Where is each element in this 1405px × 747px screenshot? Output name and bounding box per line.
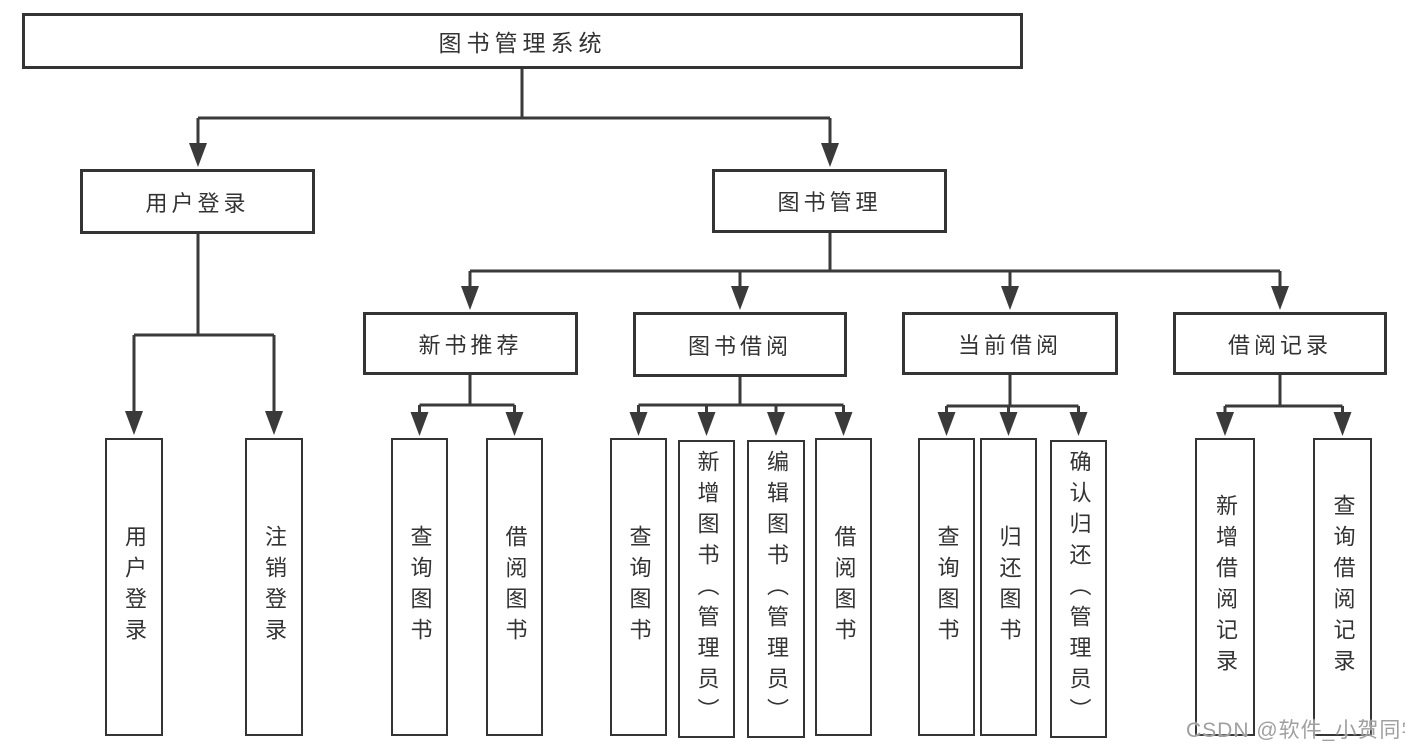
arrowhead [834,412,853,436]
node-current-borrow: 当前借阅 [902,312,1118,375]
arrowhead [731,286,749,310]
leaf-query-book-current: 查询图书 [918,438,975,736]
node-label: 图书管理系统 [438,30,607,56]
arrowhead [265,411,283,435]
node-library-management-system: 图书管理系统 [22,13,1023,69]
arrowhead [189,143,207,167]
arrowhead [125,411,143,435]
leaf-label: 查询图书 [934,525,960,649]
leaf-confirm-return-admin: 确认归还（管理员） [1050,440,1107,738]
leaf-edit-book-admin: 编辑图书（管理员） [747,440,805,738]
node-user-login: 用户登录 [80,169,315,234]
arrowhead [1216,412,1234,436]
node-label: 当前借阅 [957,332,1062,358]
arrowhead [410,412,429,436]
leaf-add-borrow-record: 新增借阅记录 [1195,438,1255,736]
leaf-query-book-recommend: 查询图书 [391,438,448,736]
node-borrow-records: 借阅记录 [1173,312,1387,375]
leaf-query-book-borrow: 查询图书 [610,438,667,736]
node-book-borrow: 图书借阅 [633,312,847,377]
arrowhead [1271,286,1289,310]
leaf-label: 借阅图书 [502,525,528,649]
connector-book-management-level3 [468,233,1282,290]
node-label: 借阅记录 [1227,332,1332,358]
connector-new-books-leaves [418,375,516,414]
arrowhead [697,412,716,436]
node-label: 图书管理 [777,190,882,215]
node-label: 图书借阅 [687,333,792,359]
watermark: CSDN @软件_小贺同学 [1186,719,1405,742]
leaf-logout: 注销登录 [245,438,303,736]
node-new-book-recommend: 新书推荐 [363,312,578,375]
node-label: 新书推荐 [418,332,523,358]
leaf-query-borrow-record: 查询借阅记录 [1313,438,1372,736]
arrowhead [937,412,956,436]
leaf-label: 查询图书 [407,525,433,649]
leaf-label: 注销登录 [262,525,287,649]
arrowhead [999,412,1018,436]
leaf-label: 用户登录 [122,525,147,649]
leaf-label: 查询借阅记录 [1330,494,1356,680]
leaf-label: 确认归还（管理员） [1066,449,1092,729]
arrowhead [1333,412,1352,436]
leaf-label: 借阅图书 [831,525,857,649]
connector-user-login-leaves [132,234,276,414]
leaf-label: 归还图书 [996,525,1022,649]
leaf-add-book-admin: 新增图书（管理员） [678,440,735,738]
leaf-return-book: 归还图书 [980,438,1037,736]
arrowhead [505,412,524,436]
connector-root-level2 [196,69,832,146]
node-book-management: 图书管理 [712,169,947,233]
leaf-label: 编辑图书（管理员） [764,449,789,729]
node-label: 用户登录 [145,190,250,216]
connector-current-leaves [945,375,1080,414]
leaf-borrow-book: 借阅图书 [815,438,872,736]
connector-borrow-leaves [637,377,845,414]
connector-records-leaves [1223,375,1344,414]
arrowhead [1001,286,1019,310]
arrowhead [461,286,479,310]
leaf-label: 新增借阅记录 [1213,494,1238,680]
leaf-label: 查询图书 [626,525,652,649]
leaf-borrow-book-recommend: 借阅图书 [486,438,543,736]
arrowhead [821,143,839,167]
leaf-user-login: 用户登录 [105,438,163,736]
arrowhead [767,412,785,436]
arrowhead [1069,412,1088,436]
arrowhead [629,412,648,436]
leaf-label: 新增图书（管理员） [694,449,720,729]
